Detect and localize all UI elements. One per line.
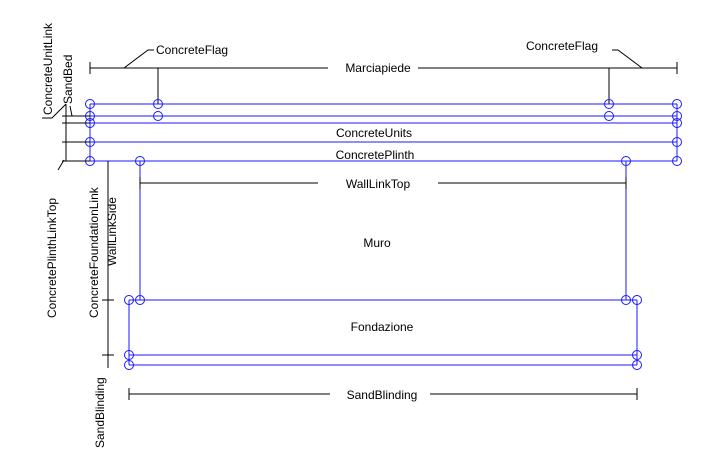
concrete-flag-left-label: ConcreteFlag xyxy=(156,43,228,57)
node-circle xyxy=(672,99,682,109)
node-circle xyxy=(85,99,95,109)
node-circle xyxy=(124,350,134,360)
wall-foundation-nodes xyxy=(124,295,642,370)
concrete-unit-link-label: ConcreteUnitLink xyxy=(41,22,55,115)
node-circle xyxy=(135,295,145,305)
wall-link-side-label: WallLinkSide xyxy=(105,197,119,266)
node-circle xyxy=(632,350,642,360)
concrete-units-label: ConcreteUnits xyxy=(336,126,412,140)
marciapiede-dimension: Marciapiede xyxy=(89,60,678,76)
fondazione-label: Fondazione xyxy=(351,320,414,334)
sand-blinding-bottom-label: SandBlinding xyxy=(347,388,418,402)
node-circle xyxy=(672,137,682,147)
wall-link-top-dimension: WallLinkTop xyxy=(139,175,627,191)
wall-link-top-label-bg xyxy=(318,175,438,191)
node-circle xyxy=(632,295,642,305)
sand-bed-label: SandBed xyxy=(61,55,75,104)
node-circle xyxy=(124,360,134,370)
concrete-plinth-link-top-leader xyxy=(57,159,65,171)
sand-blinding-dimension: SandBlinding xyxy=(128,386,638,402)
wall: Muro xyxy=(129,161,637,301)
node-circle xyxy=(621,295,631,305)
concrete-foundation-link-label: ConcreteFoundationLink xyxy=(87,186,101,318)
concrete-flag-right-callout: ConcreteFlag xyxy=(526,39,643,104)
concrete-plinth-label: ConcretePlinth xyxy=(336,148,415,162)
concrete-flag-right-label: ConcreteFlag xyxy=(526,39,598,53)
sand-bed-leader xyxy=(69,105,73,117)
concrete-plinth-link-top-label: ConcretePlinthLinkTop xyxy=(45,198,59,318)
node-circle xyxy=(672,156,682,166)
muro-label: Muro xyxy=(363,236,391,250)
sand-blinding-side-label: SandBlinding xyxy=(93,377,107,448)
foundation: Fondazione xyxy=(128,300,638,366)
node-circle xyxy=(153,111,163,121)
node-circle xyxy=(632,360,642,370)
marciapiede-label: Marciapiede xyxy=(345,61,411,75)
node-circle xyxy=(672,118,682,128)
concrete-unit-link-leader xyxy=(42,103,67,119)
concrete-flag-left-leader xyxy=(123,49,154,69)
node-circle xyxy=(604,99,614,109)
concrete-flag-right-leader xyxy=(612,49,643,69)
node-circle xyxy=(604,111,614,121)
node-circle xyxy=(672,111,682,121)
wall-link-top-label: WallLinkTop xyxy=(346,177,411,191)
sand-blinding-label-bg xyxy=(330,386,430,402)
marciapiede-label-bg xyxy=(328,60,418,76)
node-circle xyxy=(124,295,134,305)
left-layer-dimensions xyxy=(42,103,90,171)
pavement-layers: ConcreteUnits ConcretePlinth xyxy=(89,103,678,162)
node-circle xyxy=(153,99,163,109)
concrete-flag-left-callout: ConcreteFlag xyxy=(123,43,228,104)
